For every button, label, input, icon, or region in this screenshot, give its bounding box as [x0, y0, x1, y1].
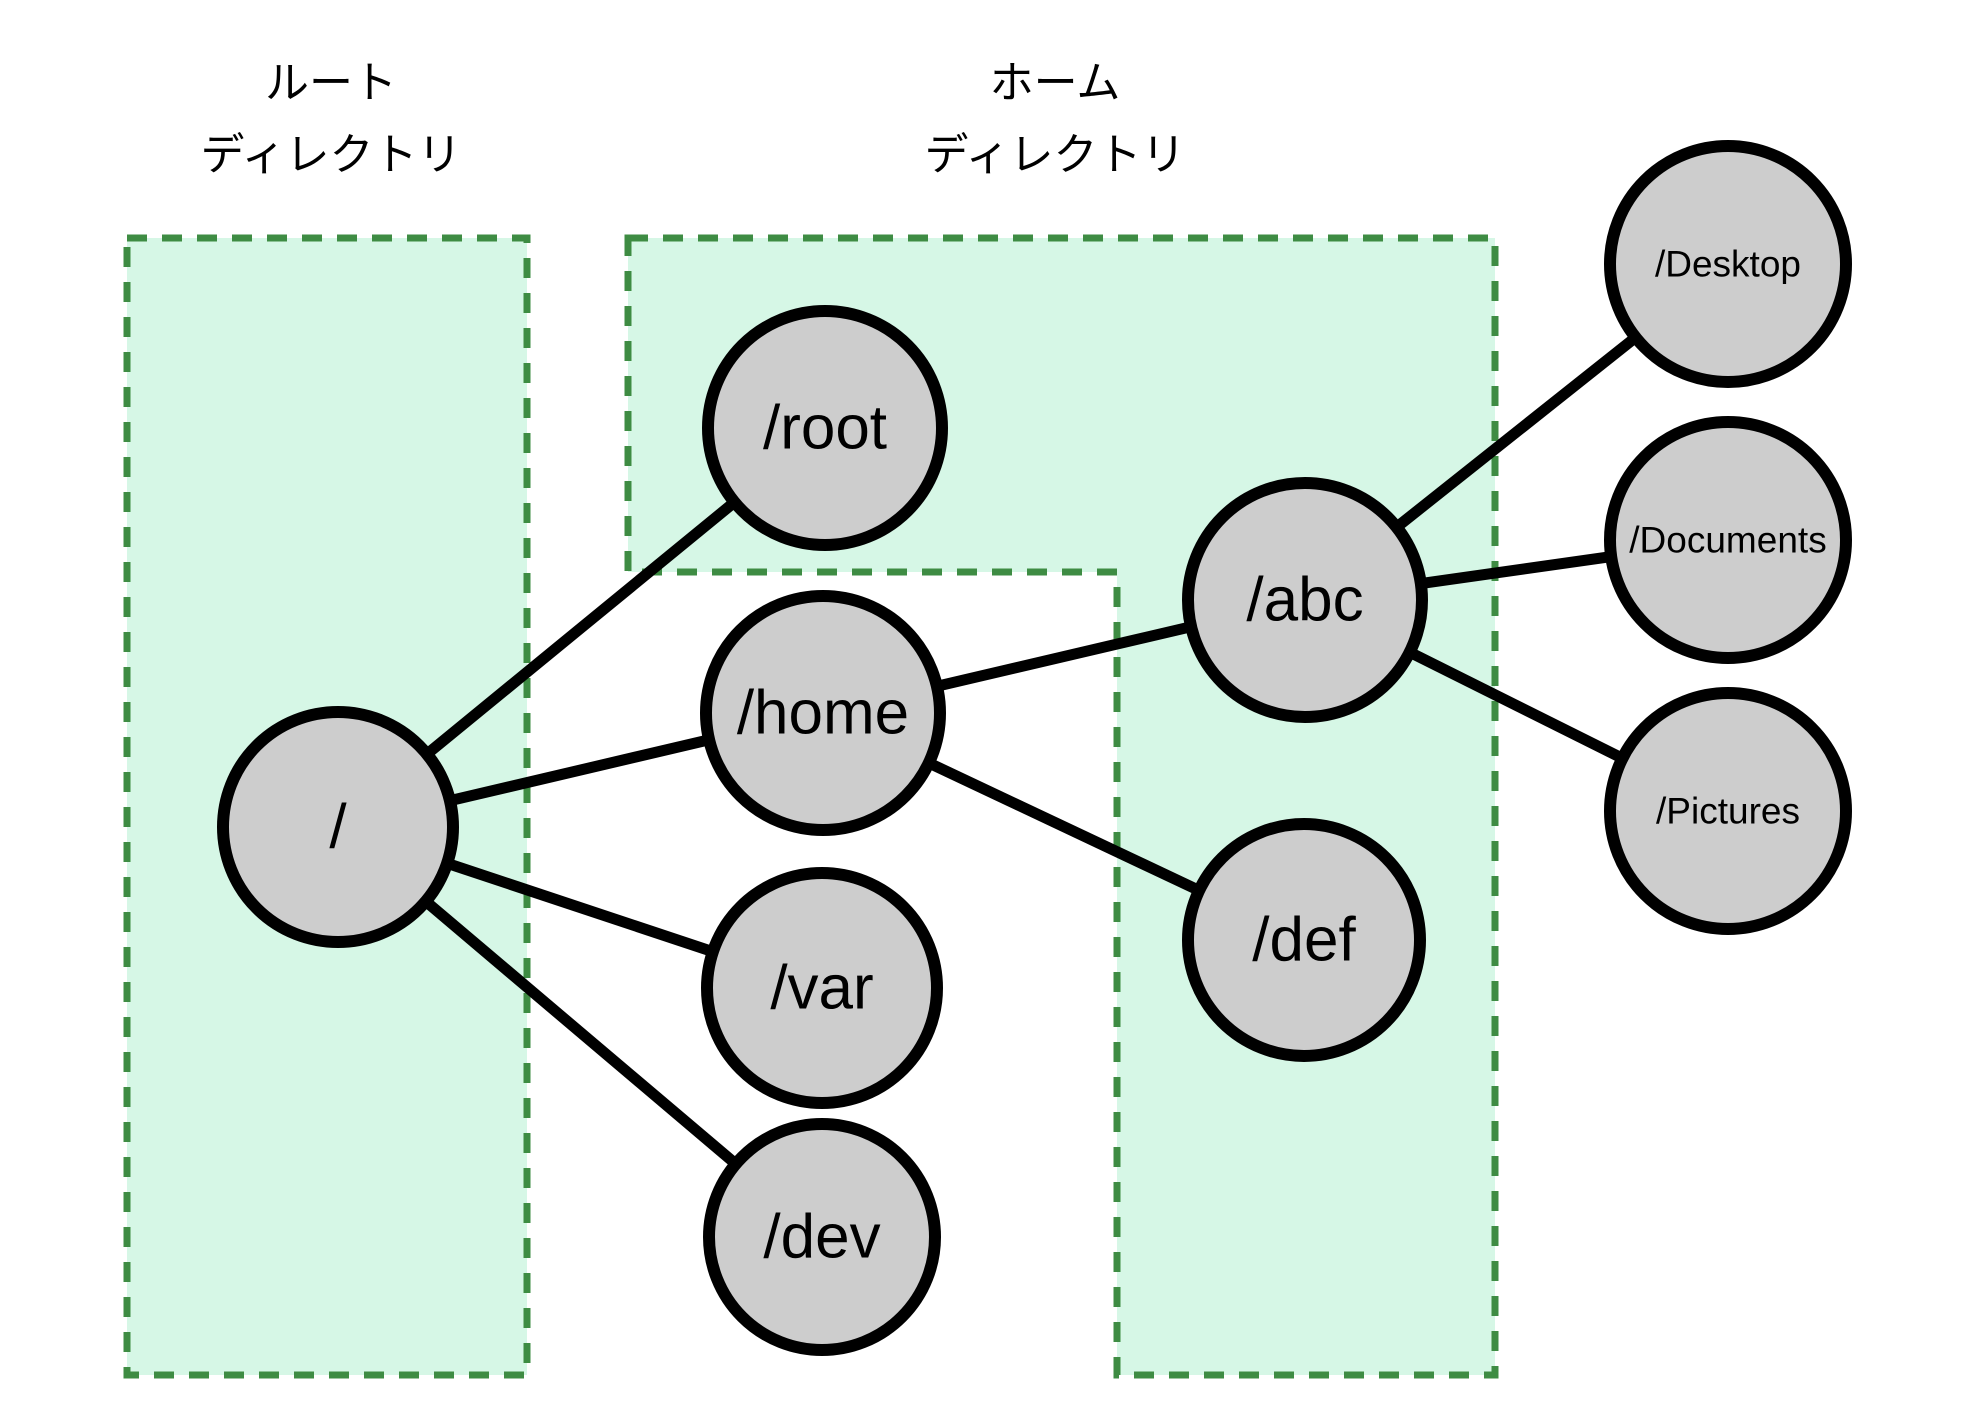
node-abc: /abc: [1182, 477, 1428, 723]
node-def: /def: [1182, 818, 1426, 1062]
node-abc-label: /abc: [1246, 566, 1363, 635]
node-desktop-label: /Desktop: [1655, 244, 1801, 285]
node-home: /home: [700, 590, 946, 836]
node-root-label: /root: [763, 394, 887, 463]
node-var-label: /var: [770, 954, 873, 1023]
node-dev-circle: [703, 1118, 941, 1356]
root-directory-caption-line2: ディレクトリ: [201, 131, 462, 180]
node-home-label: /home: [737, 679, 909, 748]
node-pictures-circle: [1604, 687, 1852, 935]
node-documents-label: /Documents: [1629, 520, 1826, 561]
home-directory-caption-line1: ホーム: [990, 59, 1121, 108]
node-dev-label: /dev: [763, 1203, 880, 1272]
node-pictures: /Pictures: [1604, 687, 1852, 935]
node-slash-circle: [217, 706, 459, 948]
node-def-label: /def: [1252, 906, 1356, 975]
node-documents: /Documents: [1604, 416, 1852, 664]
node-slash: /: [217, 706, 459, 948]
node-def-circle: [1182, 818, 1426, 1062]
node-root-circle: [702, 305, 948, 551]
node-slash-label: /: [329, 793, 347, 862]
node-root: /root: [702, 305, 948, 551]
node-desktop-circle: [1604, 140, 1852, 388]
home-directory-caption-line2: ディレクトリ: [925, 131, 1186, 180]
node-abc-circle: [1182, 477, 1428, 723]
node-var-circle: [701, 867, 943, 1109]
node-documents-circle: [1604, 416, 1852, 664]
node-home-circle: [700, 590, 946, 836]
node-pictures-label: /Pictures: [1656, 791, 1800, 832]
node-dev: /dev: [703, 1118, 941, 1356]
node-desktop: /Desktop: [1604, 140, 1852, 388]
node-var: /var: [701, 867, 943, 1109]
root-directory-caption-line1: ルート: [265, 59, 397, 108]
